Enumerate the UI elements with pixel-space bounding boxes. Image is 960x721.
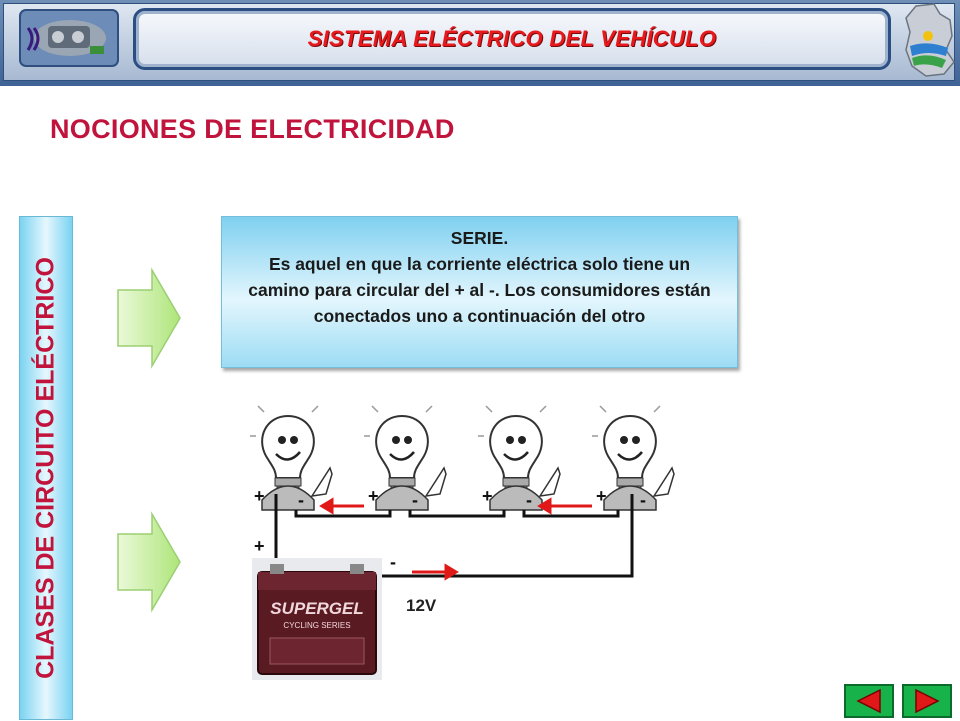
battery-icon: SUPERGEL CYCLING SERIES: [252, 558, 382, 680]
battery-brand: SUPERGEL: [270, 599, 364, 618]
definition-heading: SERIE.: [450, 228, 509, 248]
section-title: NOCIONES DE ELECTRICIDAD: [50, 114, 455, 144]
definition-box: SERIE. Es aquel en que la corriente eléc…: [221, 216, 738, 368]
triangle-left-icon: [856, 688, 881, 714]
header-title-box: SISTEMA ELÉCTRICO DEL VEHÍCULO: [133, 8, 891, 70]
arrow-right-icon: [117, 267, 181, 369]
series-circuit-diagram: + - + - + - + - + - SUPERGEL CYCLING SER…: [248, 404, 676, 680]
plus-sign: +: [596, 486, 607, 506]
plus-sign: +: [368, 486, 379, 506]
battery-subtitle: CYCLING SERIES: [283, 621, 350, 630]
minus-sign: -: [412, 490, 418, 510]
plus-sign: +: [254, 486, 265, 506]
arrow-right-icon: [117, 511, 181, 613]
minus-sign: -: [526, 490, 532, 510]
engine-icon: [19, 9, 119, 67]
battery-minus-sign: -: [390, 552, 396, 572]
page-title: SISTEMA ELÉCTRICO DEL VEHÍCULO: [307, 26, 717, 51]
battery-plus-sign: +: [254, 536, 265, 556]
plus-sign: +: [482, 486, 493, 506]
minus-sign: -: [298, 490, 304, 510]
battery-voltage: 12V: [406, 596, 437, 615]
circuit-types-label: CLASES DE CIRCUITO ELÉCTRICO: [31, 257, 60, 679]
region-map-icon: [905, 3, 955, 77]
triangle-right-icon: [915, 688, 940, 714]
minus-sign: -: [640, 490, 646, 510]
circuit-types-panel: [19, 216, 73, 720]
previous-slide-button[interactable]: [844, 684, 894, 718]
next-slide-button[interactable]: [902, 684, 952, 718]
definition-body: Es aquel en que la corriente eléctrica s…: [248, 254, 711, 326]
